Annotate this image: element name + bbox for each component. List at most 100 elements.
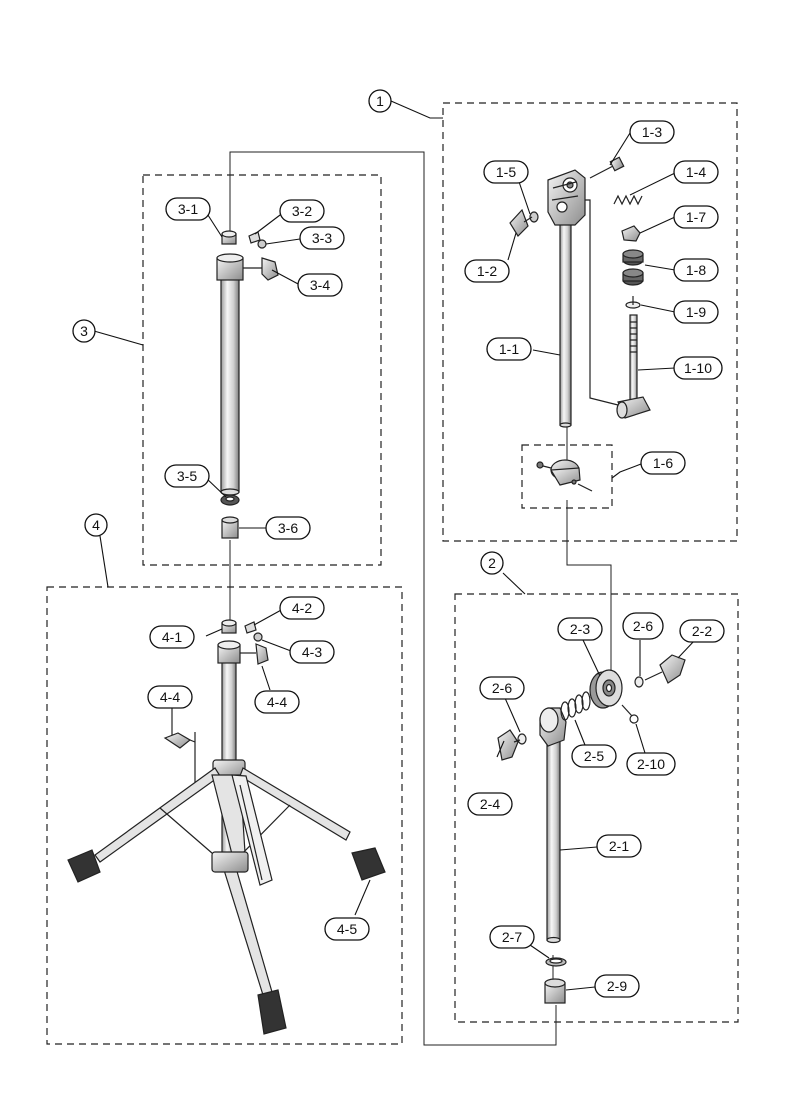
callout-1-1: 1-1 (486, 337, 532, 361)
callout-2-10: 2-10 (626, 752, 676, 776)
group-number-4-label: 4 (92, 517, 100, 533)
callout-1-1-label: 1-1 (499, 341, 519, 357)
callout-2-2: 2-2 (679, 619, 725, 643)
callout-2-4-label: 2-4 (480, 796, 500, 812)
part-2-5-spring (560, 691, 591, 721)
rubber-foot-left (67, 849, 101, 883)
callout-4-1: 4-1 (149, 625, 195, 649)
part-1-8-felts (622, 249, 644, 286)
part-4-4-wing-bolt-lower (163, 732, 196, 749)
callout-2-6-left-label: 2-6 (492, 680, 512, 696)
part-1-5-washer (529, 211, 539, 223)
callout-1-2: 1-2 (464, 259, 510, 283)
part-2-6-washer-left (517, 733, 527, 745)
part-2-1-ratchet-head (539, 707, 567, 747)
callout-3-3-label: 3-3 (312, 230, 332, 246)
callout-1-8-label: 1-8 (686, 262, 706, 278)
group-3-box (142, 174, 382, 566)
callout-2-10-label: 2-10 (637, 756, 665, 772)
group-number-1: 1 (368, 89, 392, 113)
callout-3-1: 3-1 (165, 197, 211, 221)
callout-4-4-lower-label: 4-4 (160, 689, 180, 705)
callout-2-3-label: 2-3 (570, 621, 590, 637)
part-4-3-nut (253, 632, 263, 642)
part-1-1-tilter-head (547, 169, 586, 226)
callout-2-7: 2-7 (489, 925, 535, 949)
group-number-2: 2 (480, 551, 504, 575)
part-3-5-bushing (220, 494, 240, 506)
group-1-box (442, 102, 738, 542)
callout-4-4-upper: 4-4 (254, 690, 300, 714)
part-3-6-cap (221, 516, 239, 539)
callout-2-5: 2-5 (571, 744, 617, 768)
group-number-2-label: 2 (488, 555, 496, 571)
callout-2-4: 2-4 (467, 792, 513, 816)
callout-2-6-left: 2-6 (479, 676, 525, 700)
callout-2-5-label: 2-5 (584, 748, 604, 764)
part-1-10-cymbal-rod (616, 314, 651, 419)
part-4-4-wing-bolt-upper (240, 643, 269, 665)
callout-1-9: 1-9 (673, 300, 719, 324)
part-2-9-cap (544, 978, 566, 1004)
rubber-foot-bottom (257, 989, 287, 1035)
callout-3-1-label: 3-1 (178, 201, 198, 217)
callout-1-4: 1-4 (673, 160, 719, 184)
callout-1-9-label: 1-9 (686, 304, 706, 320)
callout-3-6-label: 3-6 (278, 520, 298, 536)
part-4-2-clip (244, 621, 257, 634)
part-3-3-nut (257, 239, 267, 249)
callout-1-3-label: 1-3 (642, 124, 662, 140)
part-1-1-upper-rod (559, 219, 572, 428)
part-1-4-spring (613, 194, 643, 206)
callout-4-3: 4-3 (289, 640, 335, 664)
callout-2-2-label: 2-2 (692, 623, 712, 639)
callout-4-4-upper-label: 4-4 (267, 694, 287, 710)
callout-1-5-label: 1-5 (496, 164, 516, 180)
callout-4-3-label: 4-3 (302, 644, 322, 660)
part-4-1-bushing (221, 619, 237, 634)
part-2-7-ring (545, 957, 567, 967)
callout-1-7-label: 1-7 (686, 209, 706, 225)
callout-1-10-label: 1-10 (684, 360, 712, 376)
part-1-9-washer (625, 296, 641, 309)
tilter-connection-line (585, 199, 619, 406)
callout-1-8: 1-8 (673, 258, 719, 282)
connection-lines (229, 151, 612, 1046)
part-2-6-washer-right (634, 676, 644, 688)
group-number-4: 4 (84, 513, 108, 537)
callout-3-2-label: 3-2 (292, 203, 312, 219)
callout-4-5: 4-5 (324, 917, 370, 941)
callout-3-5: 3-5 (164, 464, 210, 488)
callout-3-2: 3-2 (279, 199, 325, 223)
part-2-1-lower-rod (546, 739, 561, 944)
callout-3-6: 3-6 (265, 516, 311, 540)
part-2-10-o-ring (621, 704, 639, 724)
callout-1-3: 1-3 (629, 120, 675, 144)
part-2-2-wing-bolt (644, 654, 686, 684)
part-2-3-ratchet (589, 669, 623, 709)
callout-1-6-label: 1-6 (653, 455, 673, 471)
callout-4-2-label: 4-2 (292, 600, 312, 616)
callout-1-10: 1-10 (673, 356, 723, 380)
callout-2-1-label: 2-1 (609, 838, 629, 854)
group-2-box (454, 593, 739, 1023)
callout-1-4-label: 1-4 (686, 164, 706, 180)
callout-1-6: 1-6 (640, 451, 686, 475)
callout-3-5-label: 3-5 (177, 468, 197, 484)
part-4-5-rubber-foot (351, 847, 386, 881)
callout-2-1: 2-1 (596, 834, 642, 858)
part-2-4-wing-bolt (497, 729, 521, 761)
part-1-3-bolt (589, 156, 625, 179)
callout-4-1-label: 4-1 (162, 629, 182, 645)
part-3-4-wing-bolt (243, 257, 279, 281)
callout-2-3: 2-3 (557, 617, 603, 641)
group-number-1-label: 1 (376, 93, 384, 109)
callout-4-2: 4-2 (279, 596, 325, 620)
callout-2-7-label: 2-7 (502, 929, 522, 945)
group-number-3: 3 (72, 319, 96, 343)
part-3-middle-tube (216, 253, 244, 496)
callout-2-6-right-label: 2-6 (633, 618, 653, 634)
group-4-box (46, 586, 403, 1045)
callout-1-7: 1-7 (673, 205, 719, 229)
